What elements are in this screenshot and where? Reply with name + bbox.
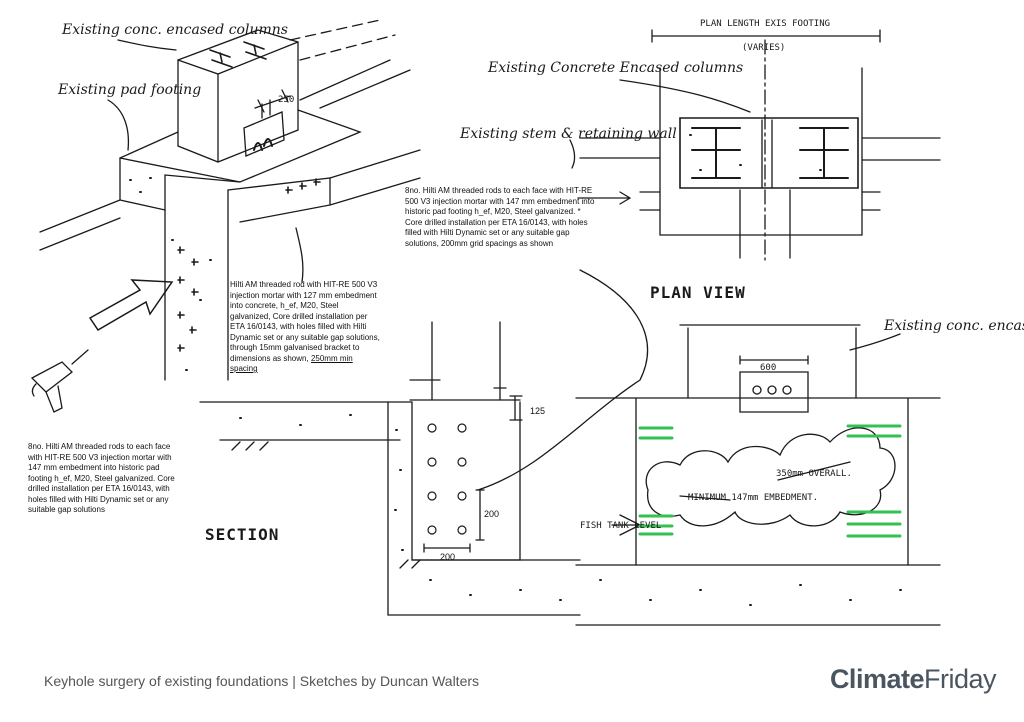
dim-200-vertical-label: 200 — [484, 509, 499, 519]
center-note-underlined: 250mm min spacing — [230, 353, 353, 374]
dim-125-label: 125 — [530, 406, 545, 416]
plan-view-label: PLAN VIEW — [650, 283, 746, 302]
sketch-drawing: Existing conc. encased columns Existing … — [30, 19, 1024, 626]
existing-stem-wall-label: Existing stem & retaining wall — [459, 126, 677, 142]
footer-caption: Keyhole surgery of existing foundations … — [44, 673, 480, 689]
plan-length-header-label: PLAN LENGTH EXIS FOOTING — [700, 19, 830, 29]
section-label: SECTION — [205, 525, 279, 544]
section-sketch — [199, 269, 649, 616]
brand-bold: Climate — [829, 664, 925, 694]
brand-logo: ClimateFriday — [829, 664, 997, 695]
existing-pad-footing-label: Existing pad footing — [57, 82, 201, 98]
min-embedment-label: MINIMUM 147mm EMBEDMENT. — [688, 493, 818, 503]
elevation-sketch — [575, 324, 941, 626]
existing-cols-top-label: Existing conc. encased columns — [61, 22, 288, 38]
isometric-sketch — [30, 19, 421, 413]
dim-200-horizontal-label: 200 — [440, 552, 455, 562]
plan-sketch — [569, 29, 941, 261]
dim-600-label: 600 — [760, 363, 776, 373]
plan-note: 8no. Hilti AM threaded rods to each face… — [405, 186, 595, 248]
dim-250-label: 250 — [278, 95, 294, 105]
overall-350-label: 350mm OVERALL. — [776, 469, 852, 479]
plan-length-varies-label: (VARIES) — [742, 43, 785, 53]
existing-cols-plan-label: Existing Concrete Encased columns — [487, 60, 743, 76]
center-note: Hilti AM threaded rod with HIT-RE 500 V3… — [230, 280, 380, 375]
fish-tank-level-label: FISH TANK LEVEL — [580, 521, 661, 531]
existing-cols-right-label: Existing conc. encased cols. — [883, 318, 1024, 334]
brand-regular: Friday — [923, 664, 997, 694]
center-note-text: Hilti AM threaded rod with HIT-RE 500 V3… — [230, 280, 380, 363]
left-note: 8no. Hilti AM threaded rods to each face… — [28, 442, 175, 514]
